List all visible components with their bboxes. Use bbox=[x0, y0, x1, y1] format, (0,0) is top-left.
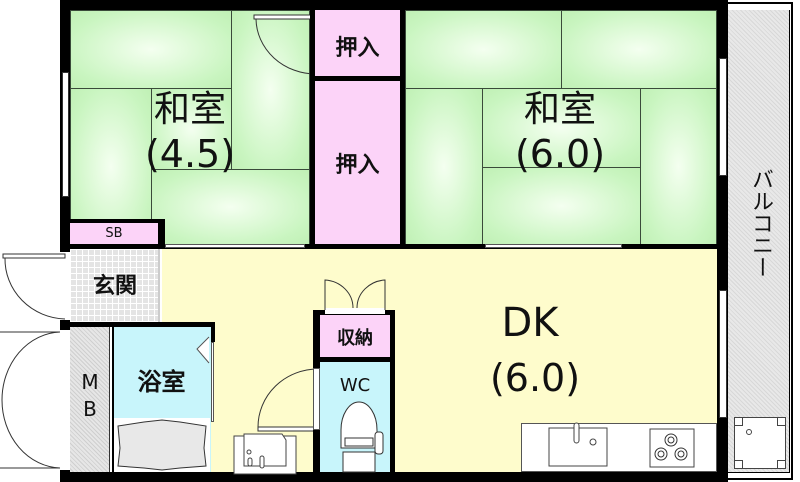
wall-partition bbox=[310, 10, 315, 250]
bathtub-icon bbox=[114, 418, 210, 472]
closet-top-label: 押入 bbox=[335, 36, 380, 61]
bathroom-label: 浴室 bbox=[137, 368, 186, 396]
storage-double-door-icon[interactable] bbox=[323, 278, 389, 312]
wall-right bbox=[717, 10, 728, 482]
wall-sb bbox=[70, 219, 165, 223]
washitsu-left-name: 和室 bbox=[153, 89, 226, 130]
window-left bbox=[62, 72, 69, 197]
entrance-label: 玄関 bbox=[92, 274, 137, 299]
washitsu-right bbox=[405, 10, 717, 245]
washbasin-icon bbox=[233, 433, 297, 475]
toilet-label: WC bbox=[339, 375, 371, 396]
bath-door[interactable] bbox=[211, 342, 214, 422]
storage bbox=[320, 315, 390, 357]
entrance bbox=[70, 249, 160, 323]
closet-top bbox=[315, 10, 400, 76]
shoe-box bbox=[70, 223, 158, 244]
window-right-lower bbox=[719, 290, 727, 418]
washitsu-left bbox=[70, 10, 310, 245]
kitchen-sink-icon bbox=[548, 422, 608, 467]
storage-door-opening bbox=[325, 308, 385, 314]
toilet-icon bbox=[340, 401, 384, 473]
balcony bbox=[728, 10, 790, 473]
gas-stove-icon bbox=[649, 428, 695, 468]
wc-door-opening bbox=[313, 368, 320, 430]
wall-left bbox=[60, 0, 70, 482]
sliding-door-left[interactable] bbox=[165, 244, 305, 248]
sliding-door-right[interactable] bbox=[485, 244, 622, 248]
closet-mid bbox=[315, 81, 400, 245]
wall-closet-divider bbox=[310, 76, 405, 81]
ac-unit-icon bbox=[734, 417, 786, 469]
dk-size: (6.0) bbox=[489, 356, 581, 400]
bath-door-icon bbox=[196, 336, 210, 364]
mb-door-opening bbox=[60, 330, 70, 470]
entrance-door-opening bbox=[60, 252, 70, 320]
meter-box-label-2: B bbox=[83, 397, 97, 421]
closet-mid-label: 押入 bbox=[335, 153, 380, 178]
meter-box bbox=[70, 327, 110, 472]
wall-middle bbox=[70, 244, 720, 249]
washitsu-left-size: (4.5) bbox=[144, 132, 236, 176]
storage-label: 収納 bbox=[337, 328, 373, 349]
washitsu-right-name: 和室 bbox=[523, 89, 596, 130]
wall-genkan-bottom bbox=[60, 322, 215, 327]
entrance-door-icon[interactable] bbox=[2, 253, 72, 321]
window-right-upper bbox=[719, 58, 727, 176]
shoe-box-label: SB bbox=[105, 226, 123, 241]
meter-box-label-1: M bbox=[81, 370, 99, 394]
washitsu-right-size: (6.0) bbox=[514, 132, 606, 176]
wall-bath-right bbox=[210, 322, 215, 342]
wall-bottom bbox=[60, 472, 728, 482]
wall-top bbox=[60, 0, 728, 10]
wall-sb-side bbox=[158, 219, 165, 249]
wall-partition-right bbox=[400, 10, 405, 250]
dk-name: DK bbox=[501, 300, 559, 346]
mb-double-door-icon[interactable] bbox=[0, 330, 72, 470]
balcony-label: バルコニー bbox=[748, 168, 773, 278]
